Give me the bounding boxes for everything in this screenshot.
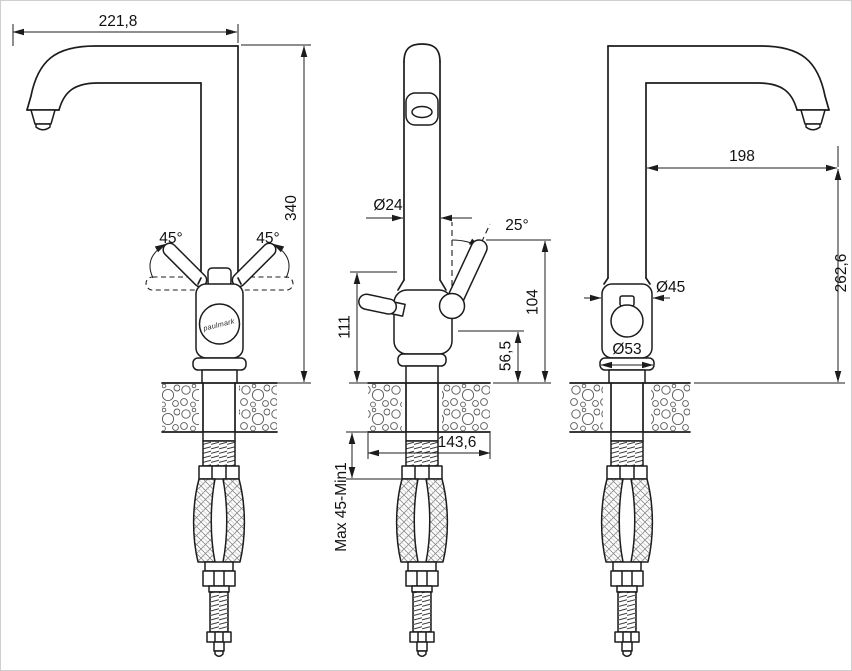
base-flange xyxy=(397,353,447,367)
dim-body-diameter: Ø45 xyxy=(584,279,685,302)
body-front-view: 25° xyxy=(358,217,529,385)
dim-label-height: 340 xyxy=(283,195,300,221)
angle-label-25: 25° xyxy=(505,217,528,234)
dim-label-body-diameter: Ø45 xyxy=(656,279,685,296)
knob xyxy=(610,304,644,338)
base-flange xyxy=(599,357,655,371)
dim-handle-height: 104 xyxy=(486,239,551,384)
dim-label-spout-reach: 198 xyxy=(729,148,755,165)
left-view: 45° 45° paulmark 221,8 340 xyxy=(12,13,311,657)
base-column xyxy=(405,365,439,385)
handles-left-view: 45° 45° xyxy=(145,230,294,291)
handle-boss xyxy=(438,292,466,320)
spout-inner-edge xyxy=(645,82,798,111)
body-flare-left xyxy=(197,277,202,285)
dim-label-flange-diameter: Ø53 xyxy=(612,341,641,358)
angle-label-left: 45° xyxy=(159,230,182,247)
body-right-view xyxy=(599,277,655,385)
right-view: 198 262,6 Ø45 Ø53 xyxy=(569,45,850,657)
dim-handle-pivot-height: 56,5 xyxy=(458,330,524,383)
spout-right xyxy=(607,45,830,279)
dim-width: 221,8 xyxy=(12,13,239,46)
base-column xyxy=(201,369,238,385)
dim-label-pipe-diameter: Ø24 xyxy=(373,197,403,214)
dim-outlet-height: 262,6 xyxy=(694,146,850,384)
dim-label-handle-height: 104 xyxy=(525,289,542,315)
dim-label-outlet-height: 262,6 xyxy=(833,254,850,293)
dim-label-width: 221,8 xyxy=(99,13,138,30)
handle-25deg xyxy=(444,222,491,312)
angle-label-right: 45° xyxy=(256,230,279,247)
dim-label-body-height: 111 xyxy=(337,315,354,339)
body-left-view: paulmark xyxy=(192,277,247,385)
spout-left xyxy=(26,45,239,279)
mounting-hole xyxy=(199,383,239,432)
dim-label-pivot-height: 56,5 xyxy=(498,341,515,371)
dim-pipe-diameter: Ø24 xyxy=(366,197,472,222)
dim-flange-diameter: Ø53 xyxy=(600,341,654,369)
deck-left xyxy=(161,382,278,433)
dim-mount-range: Max 45-Min1 xyxy=(333,431,401,552)
aerator xyxy=(800,109,826,125)
spout-inner-edge xyxy=(58,82,202,111)
front-view: Ø24 25° 111 xyxy=(333,43,551,657)
body-flare-right xyxy=(237,277,242,285)
base-column xyxy=(608,369,646,385)
brand-medallion xyxy=(198,303,241,345)
dim-label-mount-range: Max 45-Min1 xyxy=(333,462,350,552)
aerator-front xyxy=(411,105,433,119)
aerator-tip xyxy=(35,123,51,131)
body-flare-left xyxy=(603,277,609,285)
body-flare-left xyxy=(397,279,405,291)
dim-base-depth: 143,6 xyxy=(367,433,491,459)
base-flange xyxy=(192,357,247,371)
pipe-top-cap xyxy=(403,43,441,63)
mounting-hole xyxy=(402,383,442,432)
body-flare-right xyxy=(645,277,651,285)
rotation-arc-right xyxy=(272,243,290,279)
deck-front xyxy=(367,382,491,433)
spout-outer-edge xyxy=(607,45,830,111)
dim-height: 340 xyxy=(241,44,311,384)
aerator xyxy=(30,109,56,125)
dim-body-height: 111 xyxy=(337,271,397,384)
body-flare-right xyxy=(439,279,447,291)
aerator-tip xyxy=(805,123,821,131)
spout-front xyxy=(403,43,441,281)
spout-outer-edge xyxy=(26,45,239,111)
dim-spout-reach: 198 xyxy=(646,148,838,172)
dim-label-base-depth: 143,6 xyxy=(438,434,477,451)
rotation-arc-left xyxy=(149,243,167,279)
deck-right xyxy=(569,382,691,433)
